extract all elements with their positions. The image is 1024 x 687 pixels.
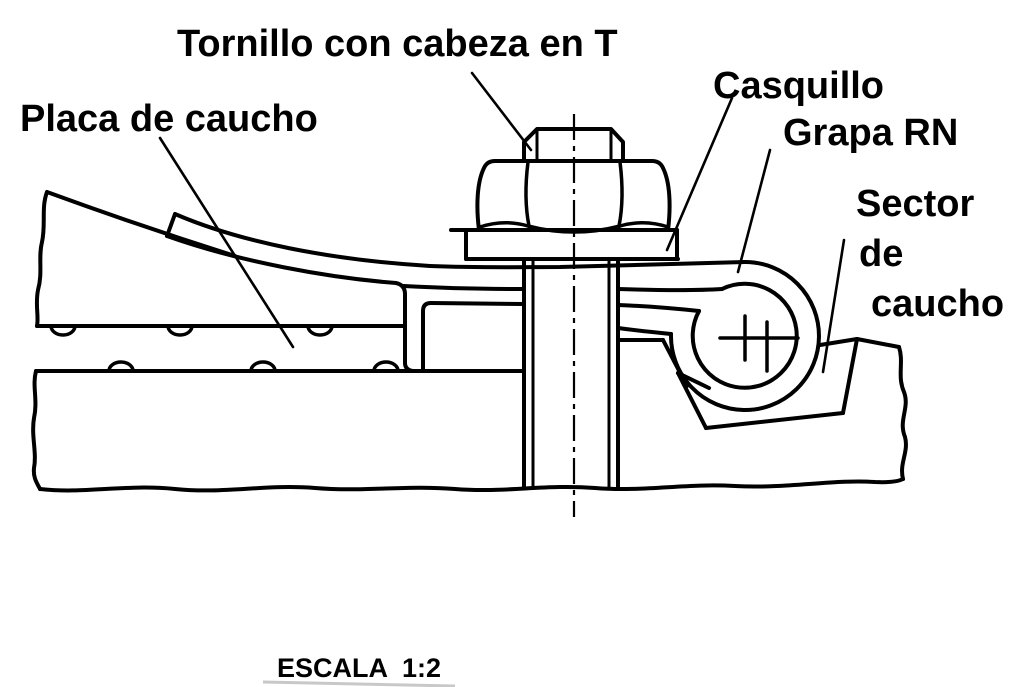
nut-face-line-right — [617, 160, 624, 228]
label-escala: ESCALA 1:2 — [277, 653, 441, 683]
clip-return-top-left — [421, 301, 526, 371]
rubber-plate-grooves-bottom — [107, 360, 400, 373]
clip-under-edge-right — [616, 287, 724, 293]
washer-casquillo — [449, 228, 680, 261]
rn-clip — [165, 212, 821, 412]
nut-chamfer-arc-left — [478, 221, 530, 229]
rubber-sector-top-right-edge — [818, 337, 859, 347]
leader-casquillo — [665, 96, 734, 252]
label-sector-line2: de — [859, 233, 903, 275]
sleeper-bottom-break-line — [38, 477, 905, 493]
clip-loop-inner — [690, 281, 799, 390]
nut-face-line-left — [524, 160, 531, 228]
leader-sector — [821, 238, 846, 374]
rail-foot-top-edge — [45, 190, 237, 258]
sleeper — [31, 337, 908, 493]
rubber-plate — [34, 324, 526, 373]
clip-loop-return-bottom — [616, 326, 673, 336]
leader-placa — [158, 136, 295, 349]
clip-bottom-edge-and-bend — [165, 234, 415, 373]
rail-foot — [34, 190, 237, 328]
clip-under-edge-left — [402, 284, 526, 291]
label-sector-line3: caucho — [871, 283, 1004, 325]
label-placa: Placa de caucho — [20, 98, 318, 140]
sleeper-left-break-edge — [31, 369, 42, 491]
sleeper-right-break-edge — [897, 345, 908, 481]
label-tornillo: Tornillo con cabeza en T — [177, 23, 618, 65]
leader-grapa — [736, 148, 772, 274]
rubber-sector-right-edge — [841, 337, 859, 415]
nut-chamfer-arc-right — [618, 221, 670, 229]
t-bolt-shaft — [522, 258, 620, 490]
sleeper-top-right — [855, 337, 901, 349]
clip-return-top-right — [616, 303, 701, 313]
leader-lines — [158, 71, 846, 374]
rubber-plate-grooves-top — [49, 324, 334, 337]
rail-foot-break-edge — [34, 190, 49, 328]
leader-tornillo — [470, 71, 533, 152]
rubber-sector-bottom-edge — [704, 411, 845, 430]
clip-loop-outer — [668, 260, 821, 412]
label-grapa: Grapa RN — [783, 112, 958, 154]
rubber-sector-left-edge — [676, 371, 708, 430]
clip-toe-end — [165, 212, 177, 238]
bolt-head-assembly — [449, 127, 680, 261]
label-sector-line1: Sector — [856, 183, 974, 225]
label-casquillo: Casquillo — [713, 65, 884, 107]
scan-artifact-line — [262, 680, 456, 687]
